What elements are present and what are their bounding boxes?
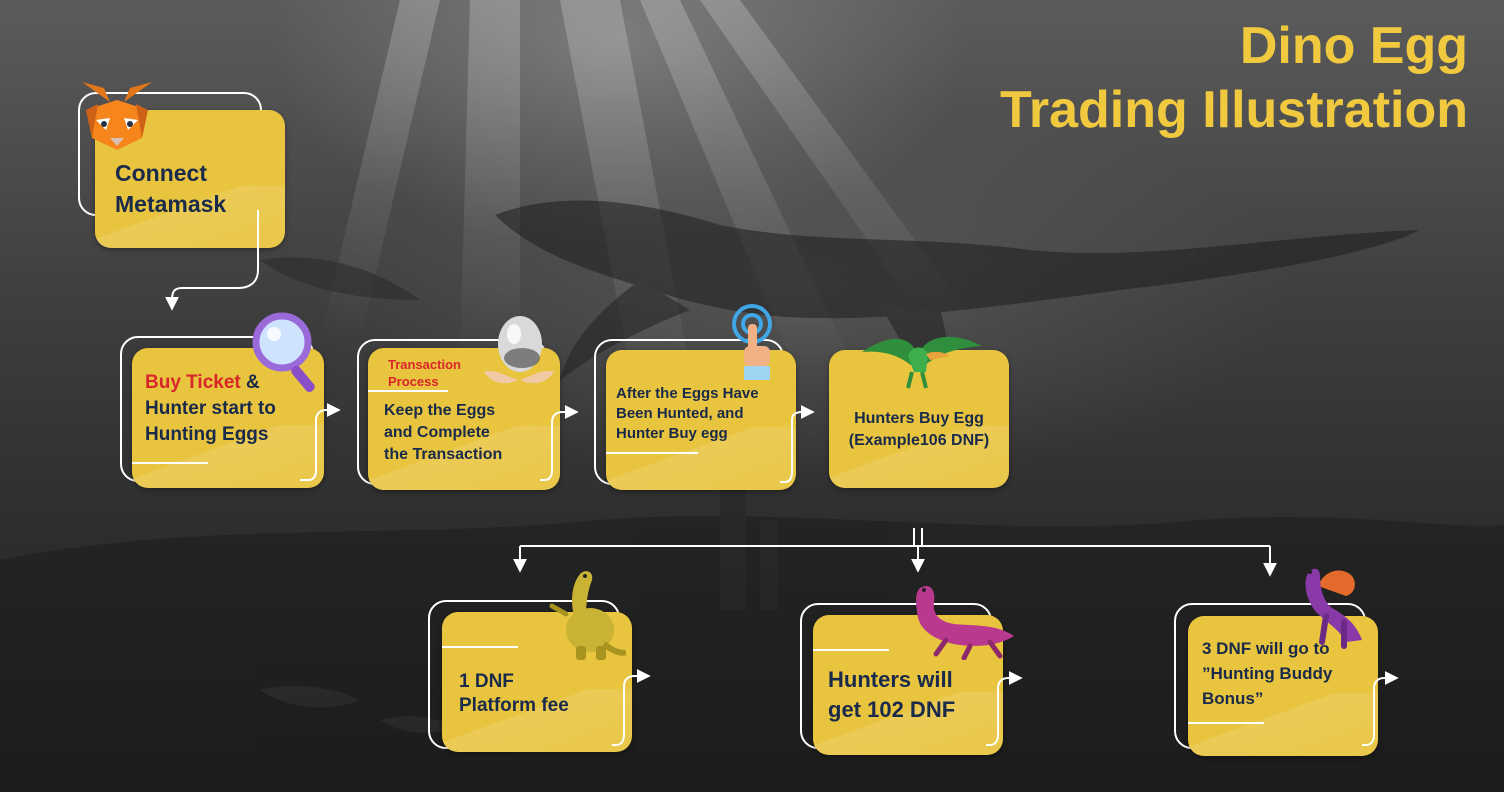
buy-ticket-highlight: Buy Ticket [145,372,241,393]
purple-dino-icon [1296,560,1372,655]
tap-pointer-icon [728,302,780,389]
plesiosaur-icon [906,580,1020,665]
transaction-underline [368,390,448,392]
after-hunted-card[interactable]: After the Eggs Have Been Hunted, and Hun… [606,350,796,490]
diagram-title: Dino Egg Trading Illustration [1000,14,1468,142]
yellow-dino-icon [546,566,628,667]
hunters-buy-card[interactable]: Hunters Buy Egg (Example106 DNF) [829,350,1009,488]
transaction-label-1: Transaction [388,357,461,372]
connect-line-1: Connect [115,160,207,186]
platform-fee-card[interactable]: 1 DNF Platform fee [442,612,632,752]
hunters-get-card[interactable]: Hunters will get 102 DNF [813,615,1003,755]
platform-fee-underline [442,646,518,648]
connect-line-2: Metamask [115,191,227,217]
hunters-get-line-2: get 102 DNF [828,697,956,722]
pterodactyl-icon [852,326,988,401]
egg-in-hands-icon [478,310,558,395]
transaction-line-3: the Transaction [384,446,503,463]
buddy-bonus-line-2: ”Hunting Buddy [1202,664,1333,683]
buddy-bonus-underline [1188,722,1264,724]
after-hunted-line-3: Hunter Buy egg [616,425,728,442]
buy-ticket-line-2: Hunter start to [145,398,276,419]
buy-ticket-rest: & [240,372,260,393]
seafloor-ruins [0,490,1504,792]
title-line-2: Trading Illustration [999,81,1468,139]
buddy-bonus-line-1: 3 DNF will go to [1202,639,1330,658]
platform-fee-line-1: 1 DNF [459,671,514,692]
after-hunted-line-2: Been Hunted, and [616,405,744,422]
buddy-bonus-line-3: Bonus” [1202,689,1264,708]
hunters-buy-line-1: Hunters Buy Egg [854,410,984,427]
transaction-card[interactable]: Transaction Process Keep the Eggs and Co… [368,348,560,490]
hunters-buy-line-2: (Example106 DNF) [848,432,990,449]
hunters-get-line-1: Hunters will [828,667,953,692]
platform-fee-line-2: Platform fee [459,695,569,716]
magnifier-icon [250,312,322,399]
buy-ticket-line-3: Hunting Eggs [145,424,269,445]
metamask-fox-icon [78,80,156,157]
buy-ticket-underline [132,462,208,464]
transaction-line-1: Keep the Eggs [384,402,496,419]
after-hunted-underline [606,452,698,454]
transaction-label-2: Process [388,374,439,389]
after-hunted-line-1: After the Eggs Have [616,385,759,402]
title-line-1: Dino Egg [1239,17,1468,75]
transaction-line-2: and Complete [384,424,490,441]
hunters-get-underline [813,649,889,651]
